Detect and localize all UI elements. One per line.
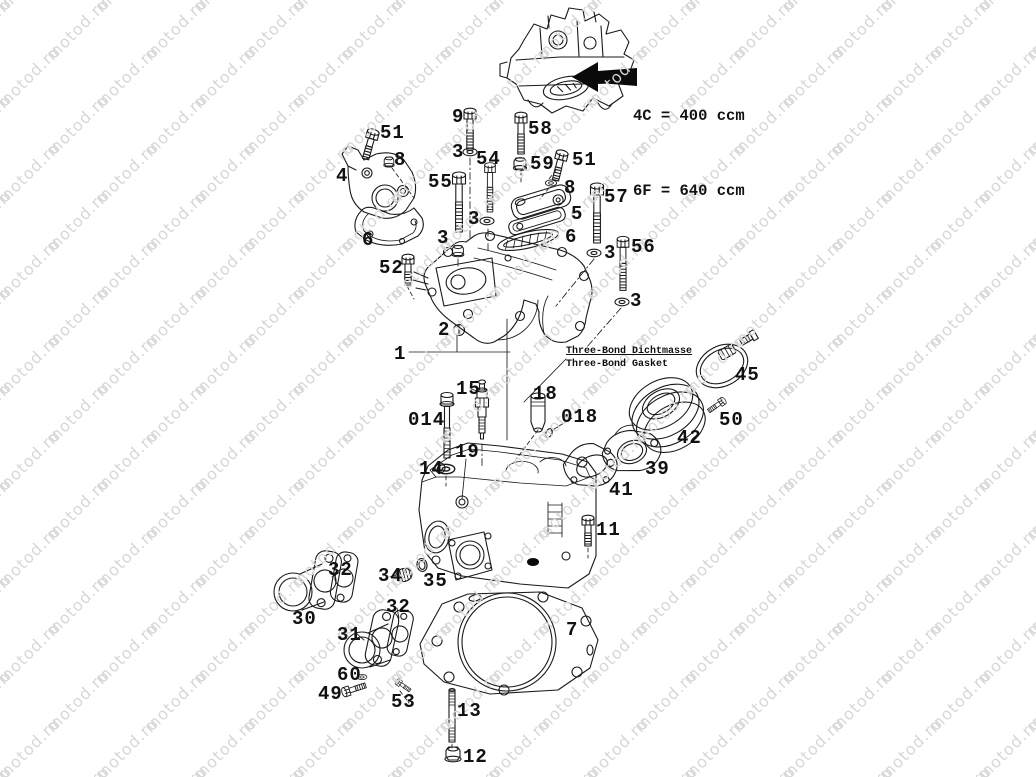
exhaust-gasket-part32a (329, 551, 359, 603)
bolt-part9 (463, 107, 477, 151)
clip-part018 (545, 428, 553, 438)
intake-gasket-part41 (562, 443, 618, 487)
exhaust-gasket-part32b (386, 609, 414, 657)
nut-part59 (512, 157, 528, 171)
sealant-note: Three-Bond Dichtmasse Three-Bond Gasket (566, 345, 692, 371)
stud-bolt-part014 (439, 391, 455, 459)
engine-thumbnail (499, 7, 635, 114)
valve-cover-part1 (412, 228, 593, 344)
screw-part53 (394, 677, 413, 694)
cover-plug-part2 (452, 323, 466, 337)
washer-part3c (479, 216, 495, 226)
sealant-note-line1: Three-Bond Dichtmasse (566, 346, 693, 357)
exhaust-flange-part30 (273, 550, 342, 612)
cam-end-gasket-part6 (508, 206, 566, 236)
bolt-part52 (401, 253, 415, 286)
screw-part50 (706, 396, 728, 415)
thermostat-cover-part4 (341, 145, 417, 219)
washer-part8b (544, 179, 558, 187)
oring-part35 (416, 557, 428, 573)
thermostat-gasket-part6 (354, 206, 424, 246)
flange-nut-part12 (444, 746, 462, 763)
leader-lines (331, 157, 622, 750)
cam-end-cover-part5 (510, 184, 572, 220)
plug-part34 (395, 567, 413, 583)
cylinder-head (418, 442, 597, 589)
bolt-part57 (589, 182, 605, 244)
spark-plug-part15 (474, 379, 490, 440)
pointer-arrow (572, 62, 637, 92)
nut-part8a (383, 156, 395, 168)
nut-part3b (451, 244, 465, 258)
displacement-note-line2: 6F = 640 ccm (633, 182, 745, 200)
hose-clamp-part45 (695, 329, 759, 389)
bolt-part49 (340, 680, 368, 698)
intake-boot-part42 (628, 377, 706, 454)
bolt-part11 (581, 514, 595, 547)
bolt-part51b (549, 148, 570, 183)
exhaust-flange-part31 (343, 609, 400, 669)
bolt-part56 (616, 235, 630, 291)
head-gasket-part7 (419, 591, 599, 696)
intake-flange-part39 (601, 424, 662, 472)
bolt-part58 (514, 111, 528, 155)
stud-part13 (448, 687, 456, 743)
valve-guide-part18 (530, 392, 546, 433)
bolt-part51a (359, 127, 381, 162)
washer-part14 (436, 463, 456, 475)
washer-part3d (586, 248, 602, 258)
bolt-part54 (484, 162, 496, 213)
washer-part3e (614, 297, 630, 307)
washer-part3a (462, 147, 478, 157)
sealant-note-line2: Three-Bond Gasket (566, 359, 669, 370)
displacement-note-line1: 4C = 400 ccm (633, 107, 745, 125)
displacement-note: 4C = 400 ccm 6F = 640 ccm (633, 54, 745, 254)
bolt-part55 (451, 171, 467, 233)
washer-part60 (356, 673, 368, 681)
